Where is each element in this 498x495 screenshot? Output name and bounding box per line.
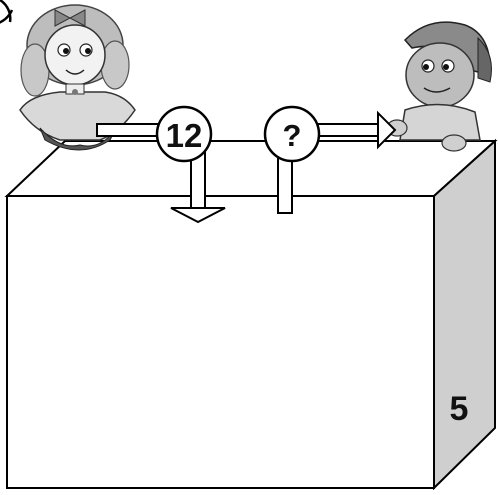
output-arrow-head (377, 110, 397, 150)
box-front-face (6, 195, 435, 489)
machine-box (4, 138, 498, 491)
girl-illustration (19, 4, 136, 151)
box-side-face (433, 138, 496, 491)
unknown-badge: ? (263, 105, 321, 163)
output-pipe (277, 110, 397, 214)
input-arrow-head (170, 207, 226, 224)
unknown-badge-value: ? (283, 118, 302, 153)
input-badge-value: 12 (166, 117, 203, 154)
corner-circle-fragment (0, 0, 14, 24)
box-side-label: 5 (450, 390, 469, 428)
boy-illustration (386, 21, 492, 152)
input-badge: 12 (155, 105, 213, 163)
